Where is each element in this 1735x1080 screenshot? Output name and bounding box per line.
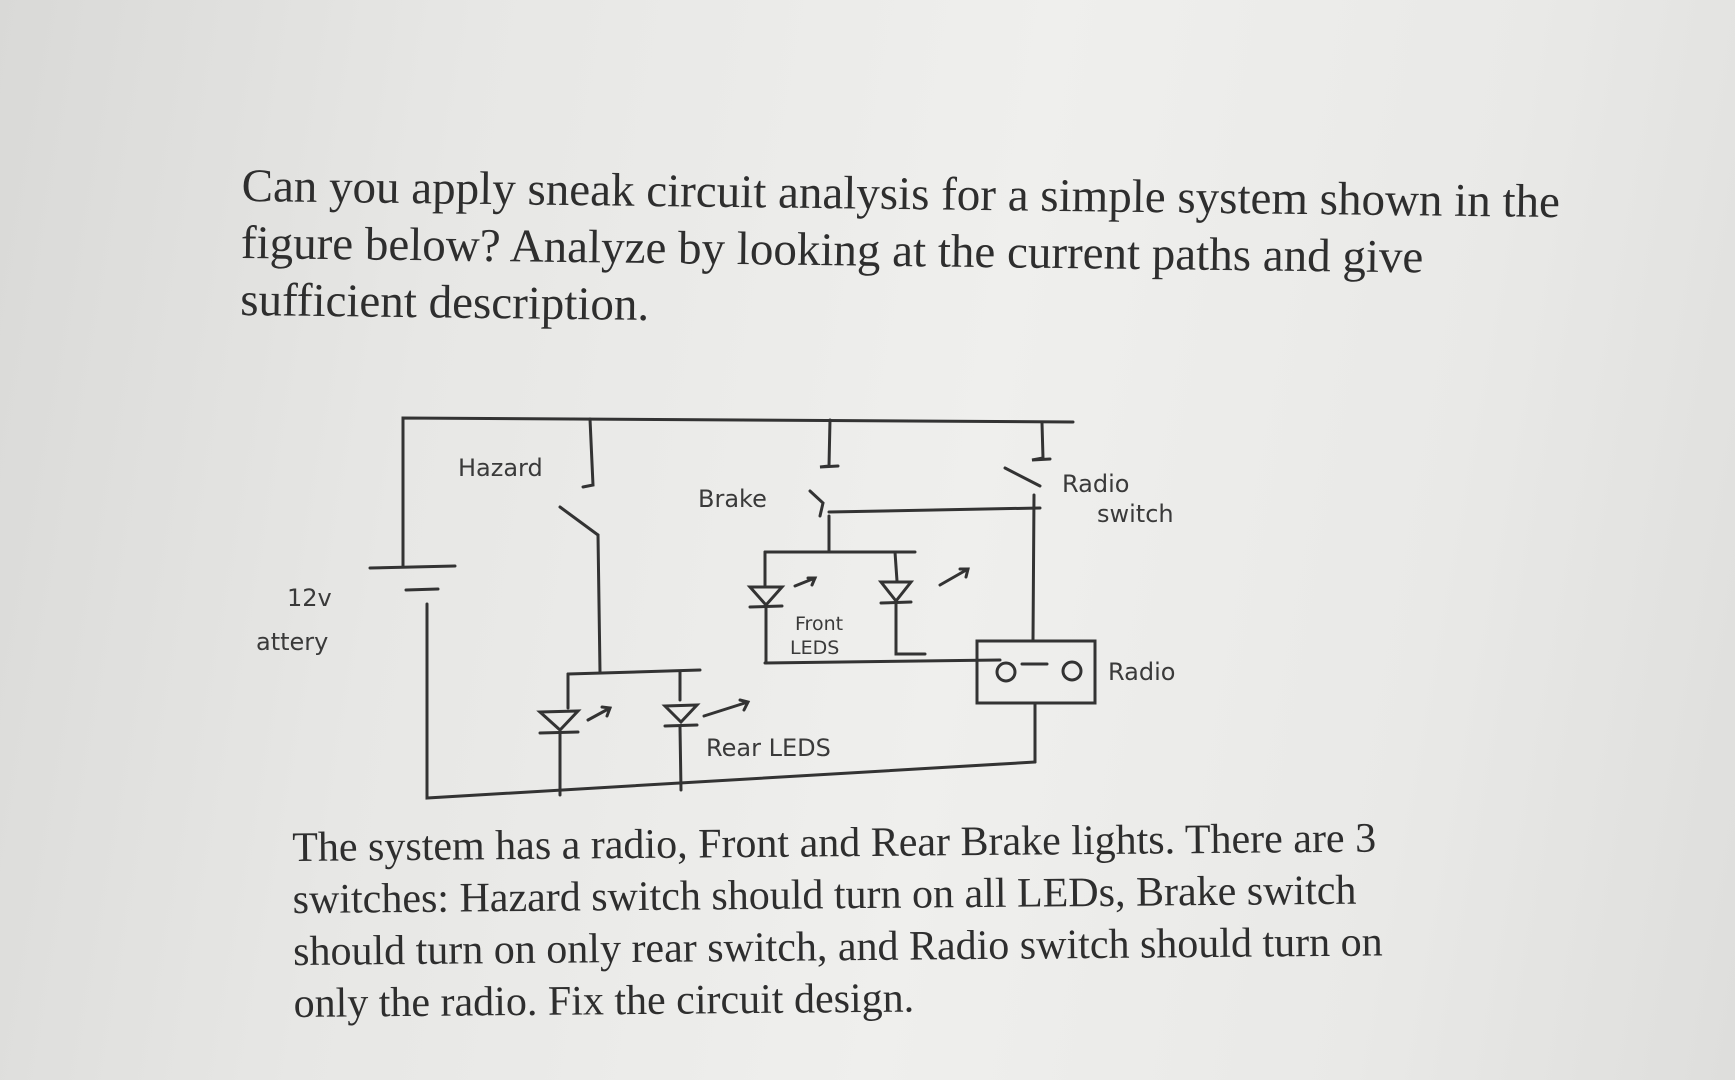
- battery-voltage-label: 12v: [287, 584, 332, 612]
- front-leds: [746, 550, 1002, 665]
- front-leds-label-line1: Front: [795, 613, 843, 635]
- radio-switch-label-line2: switch: [1097, 500, 1174, 528]
- battery-label: attery: [256, 628, 328, 656]
- battery-symbol: [368, 564, 457, 592]
- rear-leds-label: Rear LEDS: [706, 734, 831, 762]
- outer-wires: [401, 416, 1075, 800]
- radio-switch-label-line1: Radio: [1062, 470, 1129, 498]
- radio-symbol: [975, 639, 1097, 764]
- hazard-switch: [558, 417, 602, 674]
- brake-switch-label: Brake: [698, 485, 767, 513]
- radio-label: Radio: [1108, 658, 1175, 686]
- radio-switch: [1003, 421, 1052, 642]
- brake-switch: [808, 418, 1042, 554]
- description-text: The system has a radio, Front and Rear B…: [292, 811, 1594, 1030]
- hazard-switch-label: Hazard: [458, 454, 543, 482]
- front-leds-label-line2: LEDS: [790, 637, 839, 659]
- rear-leds: [536, 668, 751, 797]
